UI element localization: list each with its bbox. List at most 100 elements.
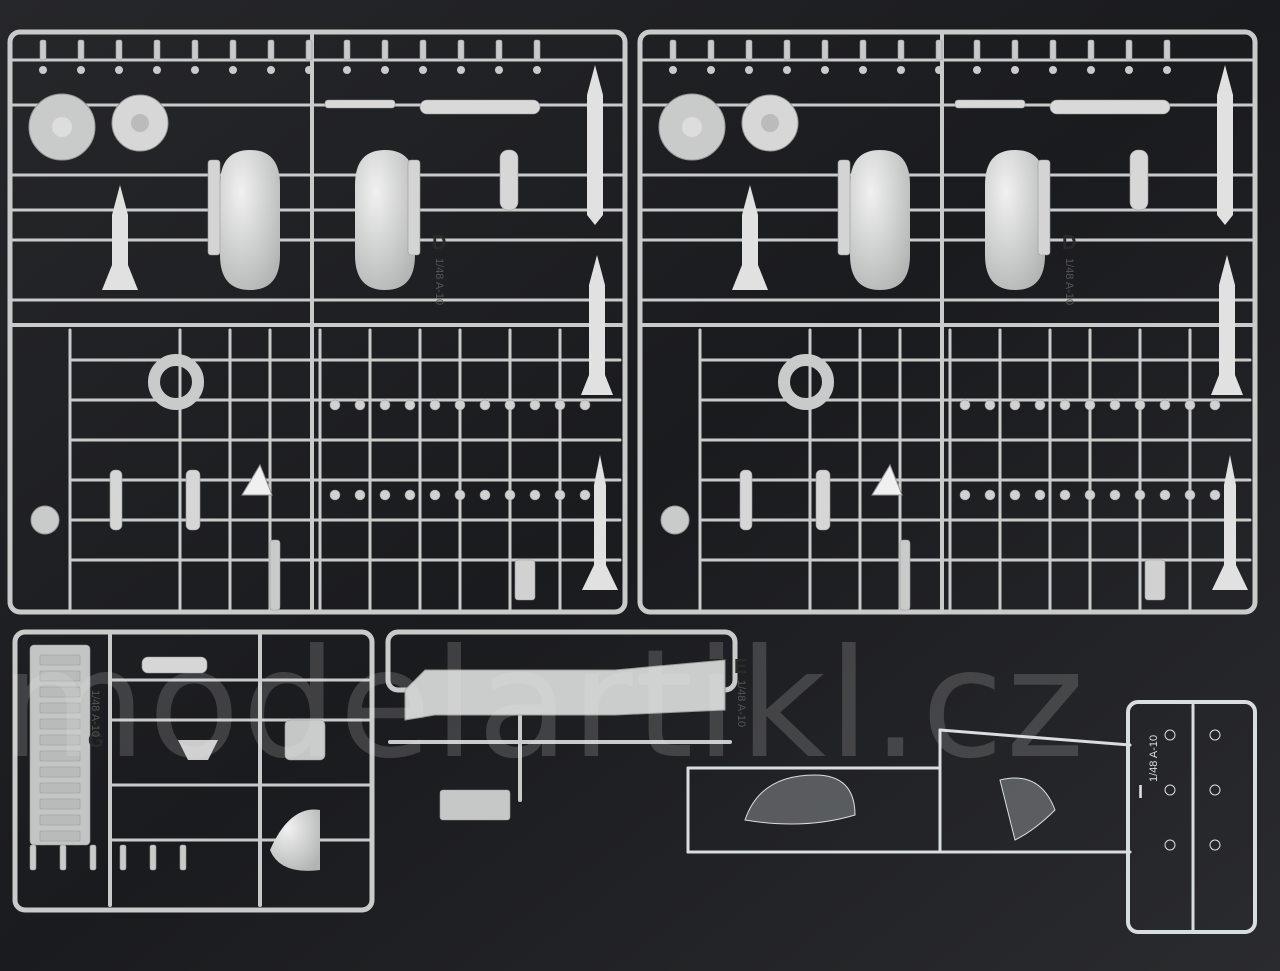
kit-part-tip — [745, 66, 753, 74]
kit-part — [1009, 489, 1021, 501]
kit-part — [39, 814, 81, 826]
kit-part — [669, 39, 677, 61]
kit-part — [1034, 489, 1046, 501]
kit-part-tip — [153, 66, 161, 74]
kit-part — [305, 39, 313, 61]
kit-part — [39, 734, 81, 746]
kit-part — [39, 798, 81, 810]
sprue-i-clear — [686, 700, 1257, 934]
clear-lens-part — [1209, 729, 1221, 741]
kit-part — [407, 159, 421, 256]
ring-part — [778, 354, 834, 410]
kit-part — [59, 844, 67, 871]
kit-part — [554, 489, 566, 501]
missile-part — [732, 185, 768, 290]
clear-lens-part — [1164, 729, 1176, 741]
sprue-letter-i: I — [1138, 782, 1144, 802]
kit-part — [1134, 399, 1146, 411]
kit-part — [579, 399, 591, 411]
kit-part — [1011, 39, 1019, 61]
sprue-letter-g: G — [88, 730, 104, 752]
windscreen-part — [871, 463, 903, 496]
kit-part-tip — [533, 66, 541, 74]
kit-part — [267, 39, 275, 61]
kit-part — [39, 766, 81, 778]
kit-part-tip — [305, 66, 313, 74]
kit-part — [89, 844, 97, 871]
kit-part-tip — [419, 66, 427, 74]
kit-part — [959, 399, 971, 411]
kit-part — [207, 159, 221, 256]
kit-part — [39, 830, 81, 842]
kit-part-tip — [191, 66, 199, 74]
kit-part — [954, 99, 1026, 109]
kit-part — [404, 489, 416, 501]
kit-part — [529, 399, 541, 411]
kit-part — [39, 670, 81, 682]
kit-part — [745, 39, 753, 61]
nose-cone-part — [270, 809, 320, 871]
kit-part — [739, 469, 753, 531]
kit-part — [935, 39, 943, 61]
clear-lens-part — [1209, 784, 1221, 796]
kit-part — [504, 489, 516, 501]
sprue-letter-e: E — [734, 656, 748, 678]
kit-part — [1087, 39, 1095, 61]
kit-part — [429, 489, 441, 501]
sprue-caption-i: 1/48 A-10 — [1148, 734, 1160, 782]
windscreen-clear-part — [999, 777, 1056, 841]
windscreen-part — [241, 463, 273, 496]
watermark: modelartikl.cz — [0, 618, 1087, 792]
kit-part — [1144, 559, 1166, 601]
kit-part — [1163, 39, 1171, 61]
wheel-hub — [761, 114, 779, 132]
sprue-caption-d-right: 1/48 A-10 — [1063, 258, 1075, 306]
kit-part — [554, 399, 566, 411]
missile-part — [581, 255, 613, 395]
kit-part-tip — [783, 66, 791, 74]
fan-part — [660, 505, 690, 535]
kit-part — [379, 399, 391, 411]
kit-part — [404, 399, 416, 411]
kit-part — [149, 844, 157, 871]
canopy-part — [744, 774, 856, 825]
missile-part — [587, 65, 603, 225]
kit-part-tip — [821, 66, 829, 74]
kit-part — [959, 489, 971, 501]
kit-part — [343, 39, 351, 61]
kit-part — [499, 149, 519, 211]
fuel-tank-part — [850, 150, 910, 290]
kit-part — [39, 750, 81, 762]
kit-part — [973, 39, 981, 61]
fan-part — [30, 505, 60, 535]
sprue-d-left — [7, 29, 628, 615]
kit-part — [119, 844, 127, 871]
kit-part-tip — [1049, 66, 1057, 74]
missile-part — [1212, 455, 1248, 590]
kit-part-tip — [229, 66, 237, 74]
kit-part — [504, 399, 516, 411]
kit-part — [39, 702, 81, 714]
kit-part — [1084, 489, 1096, 501]
kit-part — [837, 159, 851, 256]
kit-part — [1184, 489, 1196, 501]
kit-part — [899, 539, 911, 611]
clear-lens-part — [1164, 839, 1176, 851]
kit-part — [329, 489, 341, 501]
fuel-tank-part — [985, 150, 1045, 290]
sprue-frame — [637, 29, 1258, 615]
kit-part — [109, 469, 123, 531]
engine-fan-hub — [682, 117, 702, 137]
kit-part-tip — [457, 66, 465, 74]
fuel-tank-part — [220, 150, 280, 290]
kit-part-tip — [267, 66, 275, 74]
kit-part — [1034, 399, 1046, 411]
kit-part — [429, 399, 441, 411]
kit-part — [479, 399, 491, 411]
kit-part — [1125, 39, 1133, 61]
kit-part — [1159, 399, 1171, 411]
kit-part — [191, 39, 199, 61]
kit-part — [1049, 39, 1057, 61]
sprue-d-right — [637, 29, 1258, 615]
kit-part — [1037, 159, 1051, 256]
